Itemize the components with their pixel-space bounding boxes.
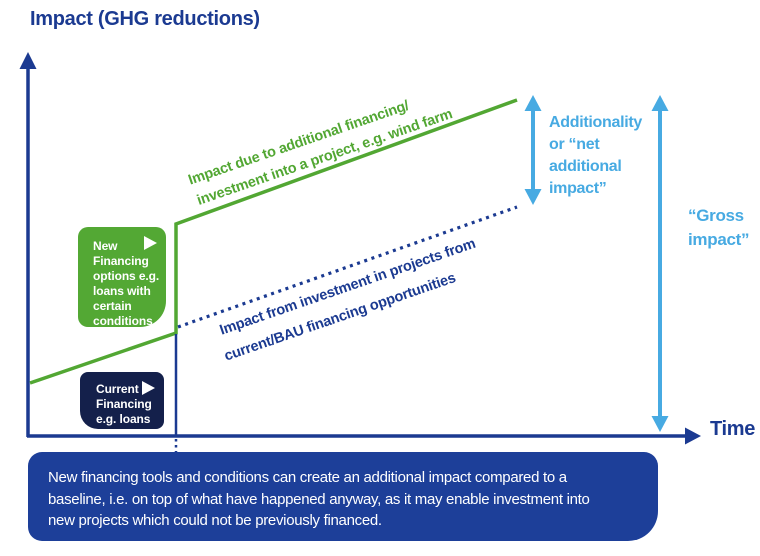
x-axis-label: Time	[710, 418, 756, 440]
gross-impact-label-line: impact”	[688, 230, 750, 249]
additionality-arrow	[524, 95, 542, 205]
explanation-banner-line: new projects which could not be previous…	[48, 512, 382, 529]
additionality-label: Additionality or “net additional impact”	[549, 112, 669, 200]
arrow-down-icon	[524, 189, 542, 205]
new-financing-box-line: options e.g.	[93, 269, 160, 283]
additionality-label-line: additional	[549, 158, 622, 175]
additionality-label-line: or “net	[549, 136, 600, 153]
current-financing-box-line: e.g. loans	[96, 412, 151, 426]
new-financing-box: New Financing options e.g. loans with ce…	[78, 227, 166, 328]
play-triangle-icon	[142, 381, 155, 395]
current-financing-box-line: Financing	[96, 397, 152, 411]
x-axis-arrowhead-icon	[685, 427, 701, 445]
gross-impact-label-line: “Gross	[688, 206, 744, 225]
new-financing-box-line: New	[93, 239, 118, 253]
new-financing-box-line: Financing	[93, 254, 149, 268]
bau-line-label: Impact from investment in projects from …	[218, 236, 478, 365]
arrow-up-icon	[524, 95, 542, 111]
new-financing-box-line: conditions	[93, 314, 153, 328]
green-line-label: Impact due to additional financing/ inve…	[186, 98, 454, 209]
gross-impact-arrow	[651, 95, 669, 432]
current-financing-box: Current Financing e.g. loans	[80, 372, 164, 429]
current-financing-box-line: Current	[96, 382, 139, 396]
page-title: Impact (GHG reductions)	[30, 8, 260, 30]
new-financing-box-line: loans with	[93, 284, 151, 298]
arrow-down-icon	[651, 416, 669, 432]
additionality-label-line: Additionality	[549, 114, 642, 131]
explanation-banner-line: baseline, i.e. on top of what have happe…	[48, 490, 590, 508]
arrow-up-icon	[651, 95, 669, 111]
new-financing-box-line: certain	[93, 299, 132, 313]
explanation-banner: New financing tools and conditions can c…	[28, 452, 658, 541]
green-additional-impact-line	[29, 98, 518, 385]
gross-impact-label: “Gross impact”	[688, 204, 758, 252]
additionality-label-line: impact”	[549, 180, 607, 197]
y-axis-arrowhead-icon	[19, 52, 37, 69]
explanation-banner-line: New financing tools and conditions can c…	[48, 469, 567, 486]
play-triangle-icon	[144, 236, 157, 250]
